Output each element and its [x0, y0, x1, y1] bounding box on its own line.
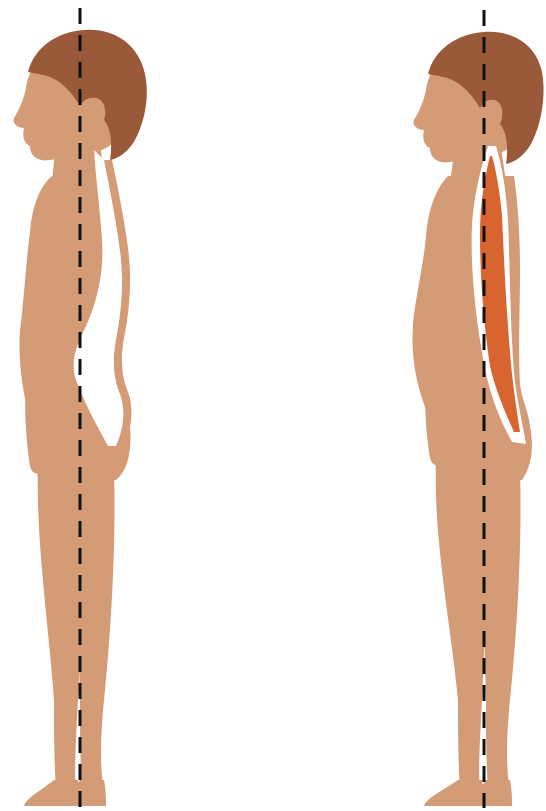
right-figure-front-leg: [436, 470, 487, 790]
left-figure-front-leg: [38, 470, 83, 790]
left-figure: [14, 8, 147, 808]
right-figure-back-leg: [482, 470, 521, 790]
left-figure-back-leg: [77, 470, 114, 790]
right-figure: [412, 10, 543, 808]
right-figure-front-foot: [424, 780, 484, 806]
left-figure-front-foot: [24, 780, 80, 806]
